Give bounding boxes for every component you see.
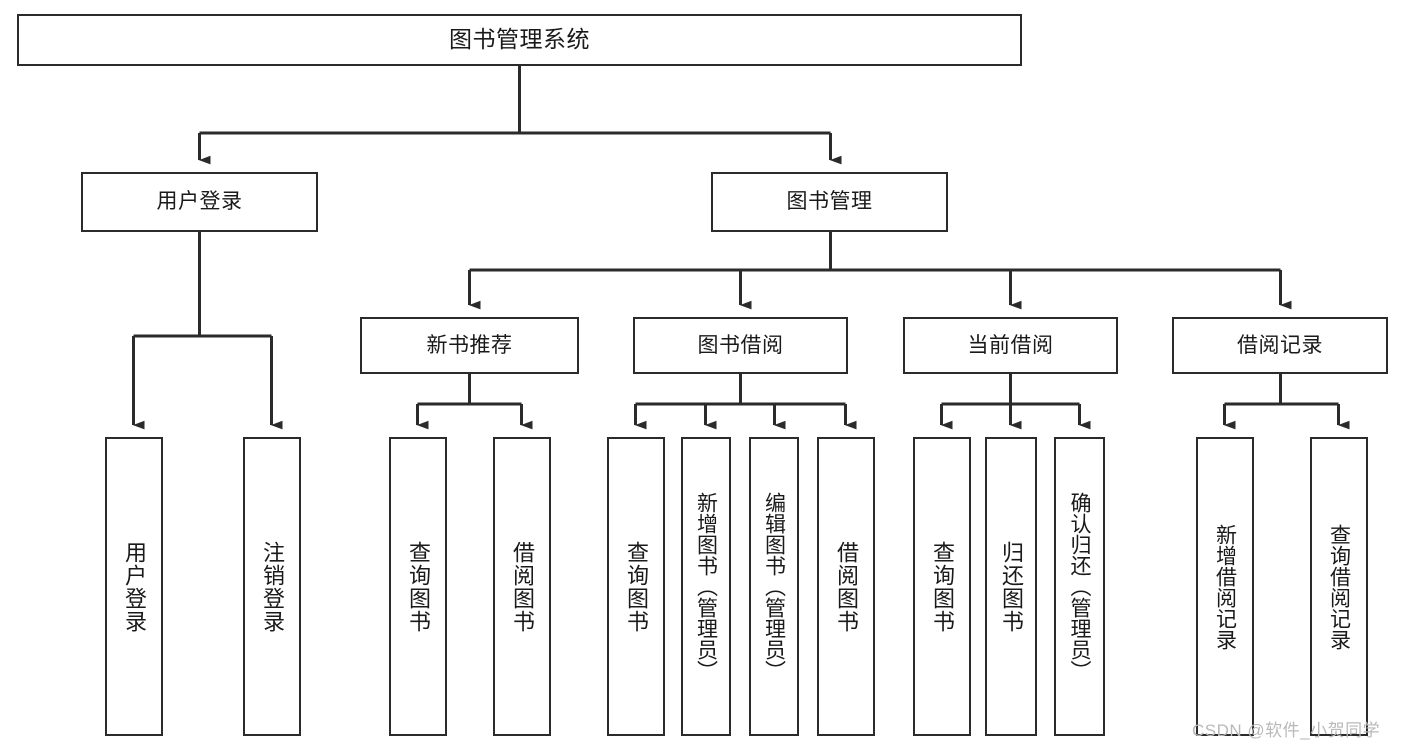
leaf-query-book-1-label: 查询图书 [405,540,431,633]
node-book-manage-label: 图书管理 [786,190,873,214]
leaf-add-book[interactable]: 新增图书（管理员） [681,437,731,736]
leaf-query-record-label: 查询借阅记录 [1327,523,1351,650]
node-root[interactable]: 图书管理系统 [17,14,1022,66]
leaf-user-logout[interactable]: 注销登录 [243,437,301,736]
node-borrow-record-label: 借阅记录 [1237,333,1323,357]
leaf-edit-book-label: 编辑图书（管理员） [762,492,786,681]
node-book-borrow-label: 图书借阅 [697,333,784,357]
node-user-login-label: 用户登录 [156,190,243,214]
leaf-user-logout-label: 注销登录 [259,540,285,633]
node-book-manage[interactable]: 图书管理 [711,172,948,232]
leaf-query-book-2-label: 查询图书 [623,540,649,633]
leaf-query-record[interactable]: 查询借阅记录 [1310,437,1368,736]
leaf-query-book-1[interactable]: 查询图书 [389,437,447,736]
node-book-borrow[interactable]: 图书借阅 [633,317,848,374]
node-user-login[interactable]: 用户登录 [81,172,318,232]
leaf-borrow-book-1-label: 借阅图书 [509,540,535,633]
leaf-borrow-book-2-label: 借阅图书 [833,540,859,633]
node-new-book-recommend[interactable]: 新书推荐 [360,317,579,374]
node-root-label: 图书管理系统 [449,26,590,53]
leaf-add-book-label: 新增图书（管理员） [694,492,718,681]
node-new-book-recommend-label: 新书推荐 [426,333,513,357]
leaf-confirm-return[interactable]: 确认归还（管理员） [1054,437,1105,736]
node-current-borrow[interactable]: 当前借阅 [903,317,1118,374]
leaf-user-login-label: 用户登录 [121,540,147,633]
leaf-return-book-label: 归还图书 [998,540,1024,633]
node-current-borrow-label: 当前借阅 [967,333,1054,357]
leaf-query-book-3[interactable]: 查询图书 [913,437,971,736]
leaf-query-book-2[interactable]: 查询图书 [607,437,665,736]
leaf-return-book[interactable]: 归还图书 [985,437,1037,736]
node-borrow-record[interactable]: 借阅记录 [1172,317,1388,374]
leaf-confirm-return-label: 确认归还（管理员） [1068,492,1092,681]
leaf-borrow-book-1[interactable]: 借阅图书 [493,437,551,736]
leaf-borrow-book-2[interactable]: 借阅图书 [817,437,875,736]
leaf-add-record[interactable]: 新增借阅记录 [1196,437,1254,736]
leaf-edit-book[interactable]: 编辑图书（管理员） [749,437,799,736]
leaf-add-record-label: 新增借阅记录 [1213,523,1237,650]
leaf-user-login[interactable]: 用户登录 [105,437,163,736]
leaf-query-book-3-label: 查询图书 [929,540,955,633]
